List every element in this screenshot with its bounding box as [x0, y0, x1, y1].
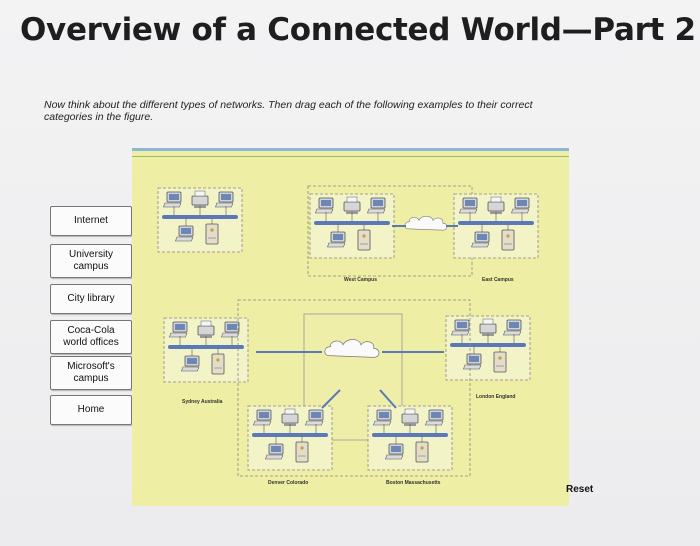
instructions-text: Now think about the different types of n…: [44, 99, 533, 123]
label-sydney: Sydney Australia: [182, 399, 223, 405]
figure-divider: [132, 156, 569, 157]
reset-button[interactable]: Reset: [566, 484, 594, 495]
drag-item-university-campus[interactable]: University campus: [50, 244, 132, 278]
drop-zone-wan[interactable]: [237, 299, 471, 477]
lan-boston: [368, 406, 452, 470]
drag-item-home[interactable]: Home: [50, 395, 132, 425]
drag-item-internet[interactable]: Internet: [50, 206, 132, 236]
label-denver: Denver Colorado: [268, 480, 309, 486]
drag-item-city-library[interactable]: City library: [50, 284, 132, 314]
cloud-campus: [404, 215, 448, 231]
label-east-campus: East Campus: [482, 277, 514, 283]
label-west-campus: West Campus: [344, 277, 377, 283]
lan-top-left: [158, 188, 242, 252]
lan-sydney: [164, 318, 248, 382]
cloud-internet: [324, 339, 380, 358]
lan-london: [446, 316, 530, 380]
drag-item-coca-cola-offices[interactable]: Coca-Cola world offices: [50, 320, 132, 354]
drop-zone-campus[interactable]: [307, 185, 473, 277]
lan-denver: [248, 406, 332, 470]
drag-item-microsofts-campus[interactable]: Microsoft's campus: [50, 356, 132, 390]
lan-west-campus: [310, 194, 394, 258]
lan-east-campus: [454, 194, 538, 258]
label-london: London England: [476, 394, 516, 400]
label-boston: Boston Massachusetts: [386, 480, 441, 486]
page-title: Overview of a Connected World—Part 2: [20, 12, 696, 48]
